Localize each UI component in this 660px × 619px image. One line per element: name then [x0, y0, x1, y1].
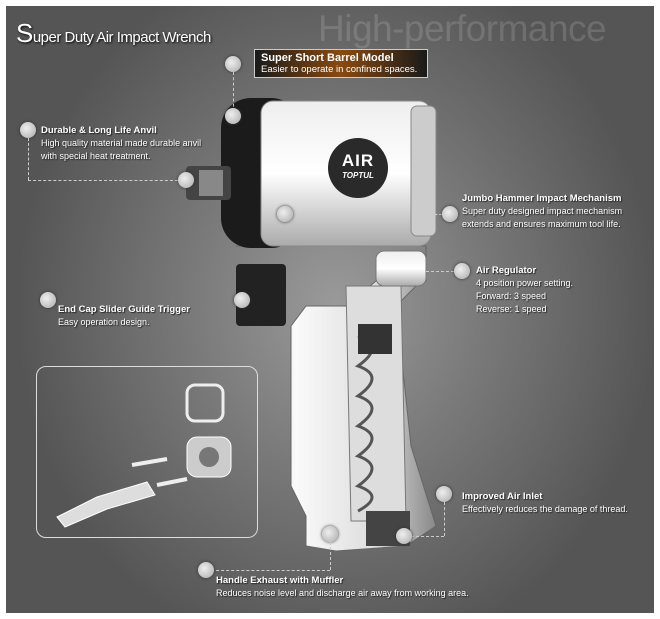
dashed-leader — [416, 214, 442, 215]
callout-hammer: Jumbo Hammer Impact Mechanism Super duty… — [462, 192, 622, 231]
callout-text: Easy operation design. — [58, 317, 150, 327]
callout-heading: End Cap Slider Guide Trigger — [58, 304, 190, 315]
wrench-head — [186, 98, 437, 248]
callout-text: with special heat treatment. — [41, 151, 151, 161]
dashed-leader — [206, 570, 330, 571]
callout-text: Super duty designed impact mechanism — [462, 206, 623, 216]
callout-heading: Improved Air Inlet — [462, 491, 543, 502]
title-rest: uper Duty Air Impact Wrench — [32, 29, 211, 46]
logo-line2: TOPTUL — [342, 171, 374, 180]
callout-heading: Jumbo Hammer Impact Mechanism — [462, 193, 622, 204]
callout-dot — [454, 263, 470, 279]
callout-dot — [396, 528, 412, 544]
callout-air-inlet: Improved Air Inlet Effectively reduces t… — [462, 490, 628, 516]
wrench-body — [236, 245, 437, 552]
callout-air-regulator: Air Regulator 4 position power setting. … — [476, 264, 573, 316]
title-initial: S — [16, 18, 33, 48]
badge-heading: Super Short Barrel Model — [261, 52, 394, 64]
callout-dot — [442, 206, 458, 222]
callout-dot — [322, 526, 338, 542]
callout-heading: Air Regulator — [476, 265, 537, 276]
anvil-exploded-view-inset — [36, 366, 258, 538]
callout-text: Reduces noise level and discharge air aw… — [216, 588, 469, 598]
callout-text: extends and ensures maximum tool life. — [462, 219, 621, 229]
callout-text: Forward: 3 speed — [476, 291, 547, 301]
callout-dot — [225, 56, 241, 72]
callout-text: Reverse: 1 speed — [476, 304, 547, 314]
badge-text: Easier to operate in confined spaces. — [261, 64, 418, 75]
callout-text: High quality material made durable anvil — [41, 138, 202, 148]
dashed-leader — [233, 72, 234, 112]
callout-heading: Durable & Long Life Anvil — [41, 125, 157, 136]
logo-line1: AIR — [341, 151, 375, 170]
exploded-parts-drawing — [56, 383, 232, 528]
air-logo: AIR TOPTUL — [328, 151, 388, 180]
page-title: Super Duty Air Impact Wrench — [16, 18, 211, 49]
callout-dot — [178, 172, 194, 188]
dashed-leader — [28, 138, 29, 180]
callout-dot — [198, 562, 214, 578]
dashed-leader — [411, 536, 444, 537]
dashed-leader — [28, 180, 178, 181]
callout-anvil: Durable & Long Life Anvil High quality m… — [41, 124, 201, 163]
callout-dot — [20, 122, 36, 138]
dashed-leader — [426, 271, 454, 272]
callout-text: 4 position power setting. — [476, 278, 574, 288]
callout-text: Effectively reduces the damage of thread… — [462, 504, 628, 514]
infographic-panel: High-performance Super Duty Air Impact W… — [6, 6, 654, 613]
callout-dot — [234, 292, 250, 308]
callout-exhaust: Handle Exhaust with Muffler Reduces nois… — [216, 574, 469, 600]
dashed-leader — [444, 502, 445, 536]
callout-trigger: End Cap Slider Guide Trigger Easy operat… — [58, 303, 190, 329]
wrench-illustration — [186, 98, 437, 552]
dashed-leader — [330, 542, 331, 570]
callout-heading: Handle Exhaust with Muffler — [216, 575, 344, 586]
super-short-barrel-badge: Super Short Barrel Model Easier to opera… — [254, 49, 428, 78]
callout-dot — [225, 108, 241, 124]
callout-dot — [277, 206, 293, 222]
watermark-text: High-performance — [318, 8, 607, 49]
callout-dot — [436, 486, 452, 502]
callout-dot — [40, 292, 56, 308]
